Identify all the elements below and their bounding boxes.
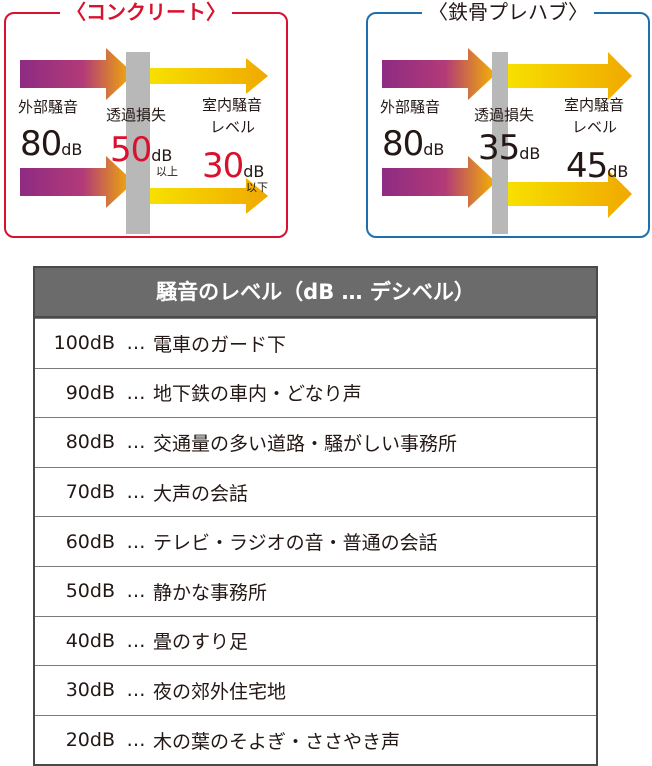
noise-level-table: 騒音のレベル（dB … デシベル） 100dB … 電車のガード下 90dB … 地下鉄… [33,266,598,766]
row-level: 40dB [65,629,115,652]
concrete-loss-number: 50 [110,130,152,170]
indoor-noise-arrow-top [150,58,268,94]
row-description: 電車のガード下 [153,333,287,356]
steel-outside-unit: dB [423,140,445,159]
row-separator: … [126,729,146,752]
outside-noise-arrow-top [382,48,496,100]
outside-noise-arrow-top [20,48,134,100]
steel-diagram [382,48,632,234]
concrete-diagram [20,48,268,234]
row-description: 木の葉のそよぎ・ささやき声 [153,730,401,753]
wall [126,52,150,234]
row-separator: … [126,530,146,553]
row-separator: … [126,580,146,603]
concrete-loss-qualifier: 以上 [156,165,178,178]
outside-noise-arrow-bottom [20,156,134,208]
concrete-loss-unit: dB [151,146,173,165]
steel-indoor-unit: dB [607,162,629,181]
row-level: 60dB [65,530,115,553]
row-description: 夜の郊外住宅地 [153,680,287,703]
steel-outside-label: 外部騒音 [380,98,441,116]
table-row: 40dB … 畳のすり足 [35,615,596,666]
row-level: 100dB [53,332,115,355]
concrete-outside-value: 80dB [20,126,82,168]
steel-panel: 〈鉄骨プレハブ〉 外部騒音 80dB 透過損失 35dB 室内騒音 レベル 45… [366,0,650,238]
steel-loss-unit: dB [519,144,541,163]
row-separator: … [126,431,146,454]
table-row: 30dB … 夜の郊外住宅地 [35,665,596,715]
row-description: 地下鉄の車内・どなり声 [153,383,362,406]
indoor-noise-arrow-bottom [150,178,268,214]
row-separator: … [126,629,146,652]
row-level: 30dB [65,679,115,702]
concrete-outside-unit: dB [61,140,83,159]
concrete-outside-number: 80 [20,124,62,164]
row-level: 20dB [65,729,115,752]
row-level: 90dB [65,381,115,404]
row-description: 交通量の多い道路・騒がしい事務所 [153,432,458,455]
row-level: 50dB [65,580,115,603]
steel-outside-value: 80dB [382,126,444,168]
concrete-outside-label: 外部騒音 [18,98,79,116]
row-separator: … [126,332,146,355]
row-description: 畳のすり足 [153,631,249,654]
steel-indoor-value: 45dB [566,148,628,190]
concrete-indoor-number: 30 [202,146,244,186]
concrete-loss-value: 50dB [110,132,172,174]
concrete-indoor-label-1: 室内騒音 [202,96,263,114]
concrete-indoor-label-2: レベル [210,118,256,136]
concrete-panel-title: 〈コンクリート〉 [60,0,232,25]
steel-indoor-number: 45 [566,146,608,186]
wall [492,52,508,234]
steel-loss-label: 透過損失 [474,106,535,124]
steel-outside-number: 80 [382,124,424,164]
steel-loss-number: 35 [478,128,520,168]
row-separator: … [126,481,146,504]
concrete-indoor-unit: dB [243,162,265,181]
indoor-noise-arrow-bottom [508,170,632,218]
concrete-indoor-qualifier: 以下 [246,181,268,194]
concrete-loss-label: 透過損失 [106,106,167,124]
table-row: 20dB … 木の葉のそよぎ・ささやき声 [35,714,596,765]
row-description: 大声の会話 [153,482,249,505]
steel-loss-value: 35dB [478,130,540,172]
table-row: 70dB … 大声の会話 [35,466,596,517]
concrete-panel: 〈コンクリート〉 外部騒音 80dB 透過損失 50dB 以上 室内騒音 レベル… [4,0,288,238]
table-row: 90dB … 地下鉄の車内・どなり声 [35,367,596,418]
table-row: 50dB … 静かな事務所 [35,565,596,616]
table-header: 騒音のレベル（dB … デシベル） [35,268,596,318]
row-description: テレビ・ラジオの音・普通の会話 [153,532,438,555]
row-separator: … [126,381,146,404]
row-separator: … [126,679,146,702]
row-level: 80dB [65,431,115,454]
steel-panel-title: 〈鉄骨プレハブ〉 [422,0,594,25]
table-row: 100dB … 電車のガード下 [35,318,596,368]
steel-indoor-label-1: 室内騒音 [564,96,625,114]
indoor-noise-arrow-top [508,52,632,100]
table-row: 60dB … テレビ・ラジオの音・普通の会話 [35,516,596,566]
outside-noise-arrow-bottom [382,156,496,208]
row-level: 70dB [65,481,115,504]
table-row: 80dB … 交通量の多い道路・騒がしい事務所 [35,417,596,467]
steel-indoor-label-2: レベル [572,118,618,136]
row-description: 静かな事務所 [153,581,268,604]
concrete-indoor-value: 30dB [202,148,264,190]
